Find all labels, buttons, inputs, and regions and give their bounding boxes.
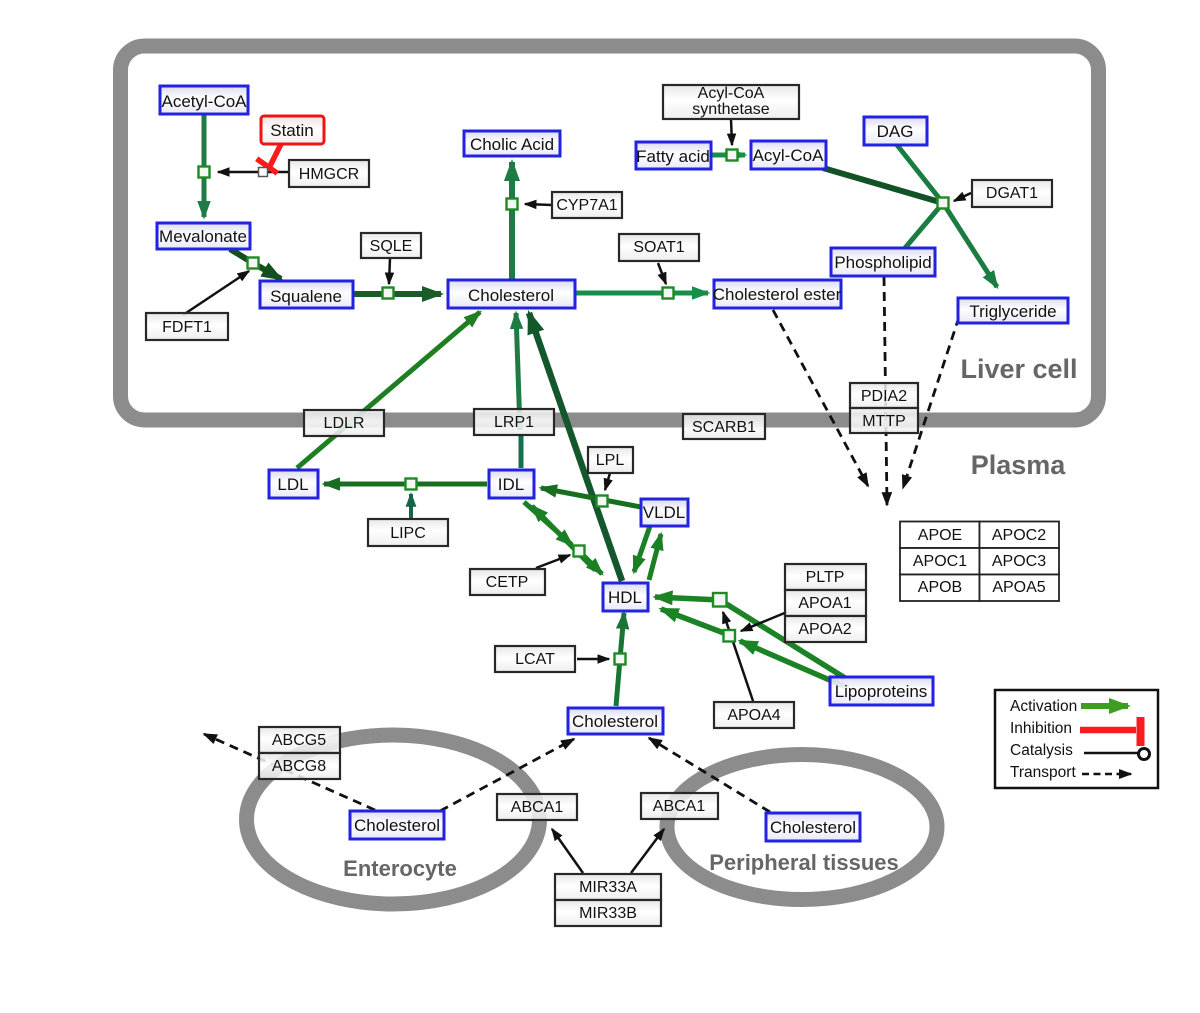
svg-text:APOA2: APOA2 <box>798 621 851 638</box>
svg-text:Catalysis: Catalysis <box>1010 742 1073 759</box>
svg-text:LCAT: LCAT <box>515 651 555 668</box>
svg-text:Statin: Statin <box>270 121 313 140</box>
svg-text:MIR33B: MIR33B <box>579 905 637 922</box>
svg-text:APOE: APOE <box>918 527 962 544</box>
svg-text:VLDL: VLDL <box>643 503 686 522</box>
svg-text:DGAT1: DGAT1 <box>986 185 1038 202</box>
svg-text:LRP1: LRP1 <box>494 414 534 431</box>
svg-text:SCARB1: SCARB1 <box>692 419 756 436</box>
svg-text:APOC3: APOC3 <box>992 553 1046 570</box>
svg-text:LIPC: LIPC <box>390 525 426 542</box>
svg-text:Cholesterol ester: Cholesterol ester <box>713 285 842 304</box>
svg-text:Fatty acid: Fatty acid <box>636 147 710 166</box>
svg-text:APOA4: APOA4 <box>727 707 780 724</box>
svg-text:HDL: HDL <box>608 588 642 607</box>
svg-text:SQLE: SQLE <box>370 238 413 255</box>
svg-text:LPL: LPL <box>596 452 625 469</box>
svg-text:Acyl-CoA: Acyl-CoA <box>698 85 765 102</box>
svg-text:SOAT1: SOAT1 <box>633 239 684 256</box>
svg-text:Liver cell: Liver cell <box>960 354 1077 384</box>
svg-text:HMGCR: HMGCR <box>299 166 359 183</box>
svg-text:APOC1: APOC1 <box>913 553 967 570</box>
svg-text:APOB: APOB <box>918 579 962 596</box>
svg-text:Cholic Acid: Cholic Acid <box>470 135 554 154</box>
svg-text:ABCG8: ABCG8 <box>272 758 326 775</box>
svg-text:IDL: IDL <box>498 475 524 494</box>
svg-text:Plasma: Plasma <box>971 450 1067 480</box>
svg-text:Lipoproteins: Lipoproteins <box>835 682 928 701</box>
svg-text:CYP7A1: CYP7A1 <box>556 197 617 214</box>
svg-text:ABCA1: ABCA1 <box>653 798 706 815</box>
svg-text:Mevalonate: Mevalonate <box>159 227 247 246</box>
svg-text:LDLR: LDLR <box>324 415 365 432</box>
svg-text:Transport: Transport <box>1010 764 1076 781</box>
svg-text:MIR33A: MIR33A <box>579 879 637 896</box>
svg-text:FDFT1: FDFT1 <box>162 319 212 336</box>
svg-text:PDIA2: PDIA2 <box>861 388 907 405</box>
svg-text:Activation: Activation <box>1010 698 1077 715</box>
svg-text:Inhibition: Inhibition <box>1010 720 1072 737</box>
svg-text:Cholesterol: Cholesterol <box>468 286 554 305</box>
svg-text:APOA1: APOA1 <box>798 595 851 612</box>
svg-text:CETP: CETP <box>486 574 529 591</box>
svg-text:Acetyl-CoA: Acetyl-CoA <box>161 92 247 111</box>
svg-text:PLTP: PLTP <box>806 569 845 586</box>
svg-text:ABCG5: ABCG5 <box>272 732 326 749</box>
svg-text:Phospholipid: Phospholipid <box>834 253 931 272</box>
svg-text:ABCA1: ABCA1 <box>511 799 564 816</box>
svg-text:APOA5: APOA5 <box>992 579 1045 596</box>
svg-text:DAG: DAG <box>877 122 914 141</box>
svg-text:Cholesterol: Cholesterol <box>572 712 658 731</box>
svg-text:APOC2: APOC2 <box>992 527 1046 544</box>
svg-text:Peripheral tissues: Peripheral tissues <box>709 850 899 875</box>
svg-text:Cholesterol: Cholesterol <box>770 818 856 837</box>
svg-text:Triglyceride: Triglyceride <box>969 302 1056 321</box>
svg-text:MTTP: MTTP <box>862 413 906 430</box>
svg-text:Cholesterol: Cholesterol <box>354 816 440 835</box>
svg-text:Acyl-CoA: Acyl-CoA <box>753 146 825 165</box>
svg-text:Enterocyte: Enterocyte <box>343 856 457 881</box>
svg-text:LDL: LDL <box>277 475 308 494</box>
svg-text:Squalene: Squalene <box>270 287 342 306</box>
svg-text:synthetase: synthetase <box>692 101 769 118</box>
